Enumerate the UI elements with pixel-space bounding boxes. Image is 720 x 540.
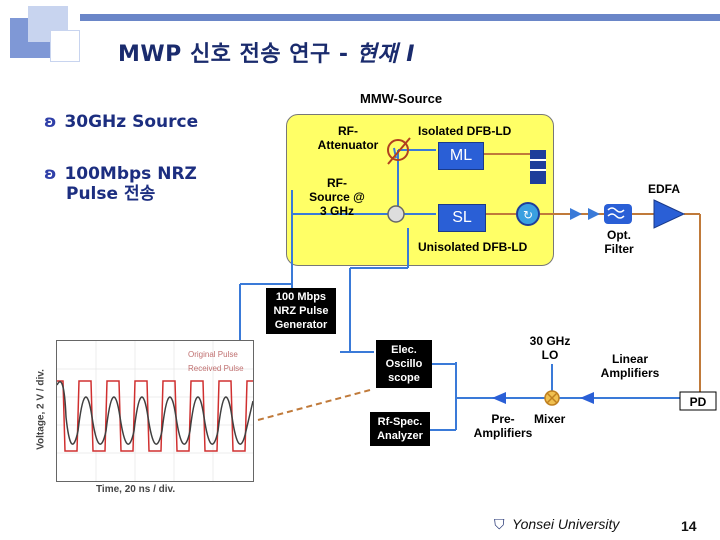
rf-source-label: RF-Source @3 GHz: [309, 176, 365, 218]
page-number: 14: [681, 518, 697, 534]
pre-amplifiers-label: Pre-Amplifiers: [473, 412, 533, 440]
university-logo-icon: ⛉: [494, 516, 505, 532]
bullet-icon: ʚ: [44, 112, 57, 132]
decor-square-3: [50, 30, 80, 62]
svg-text:↻: ↻: [523, 208, 533, 222]
rf-spectrum-analyzer: Rf-Spec.Analyzer: [370, 412, 430, 446]
mmw-source-box: [286, 114, 554, 266]
unisolated-dfb-label: Unisolated DFB-LD: [418, 240, 528, 254]
page-title: MWP 신호 전송 연구 - 현재 I: [118, 42, 415, 67]
mixer-label: Mixer: [534, 412, 566, 426]
scope-y-axis-label: Voltage, 2 V / div.: [35, 369, 47, 450]
scope-x-axis-label: Time, 20 ns / div.: [96, 484, 176, 495]
title-top-bar: [80, 14, 720, 21]
original-pulse-trace: [57, 380, 253, 452]
rf-attenuator-label: RF-Attenuator: [317, 124, 379, 152]
isolated-dfb-label: Isolated DFB-LD: [418, 124, 512, 138]
oscilloscope-plot: [56, 340, 254, 482]
sl-laser: SL: [438, 204, 486, 232]
opt-filter-label: Opt.Filter: [604, 228, 634, 256]
pd-label: PD: [689, 395, 707, 409]
received-pulse-trace: [56, 381, 254, 445]
mmw-source-label: MMW-Source: [360, 91, 443, 106]
ml-laser: ML: [438, 142, 484, 170]
edfa-label: EDFA: [648, 182, 681, 196]
bullet-icon: ʚ: [44, 164, 57, 184]
legend-received-pulse: Received Pulse: [188, 364, 244, 373]
footer-university: Yonsei University: [512, 516, 620, 532]
oscilloscope-trace: [56, 341, 254, 481]
legend-original-pulse: Original Pulse: [188, 350, 238, 359]
